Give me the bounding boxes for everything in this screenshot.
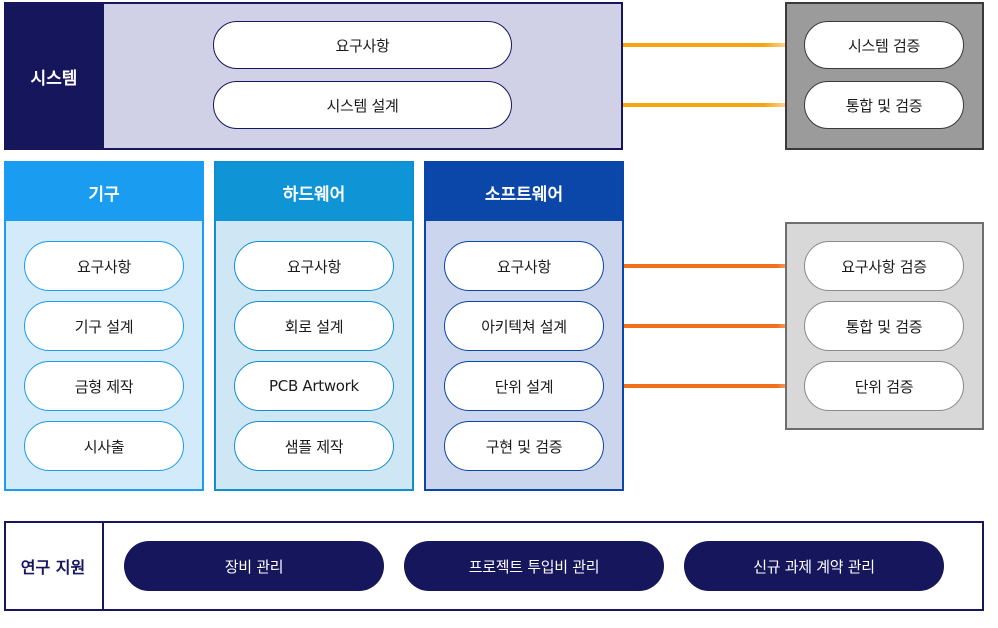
software-item: 아키텍쳐 설계 xyxy=(444,301,604,351)
software-title: 소프트웨어 xyxy=(426,163,622,221)
system-verification: 시스템 검증 xyxy=(804,21,964,69)
mechanical-item: 요구사항 xyxy=(24,241,184,291)
project-cost-management: 프로젝트 투입비 관리 xyxy=(404,541,664,591)
hardware-title: 하드웨어 xyxy=(216,163,412,221)
equipment-management: 장비 관리 xyxy=(124,541,384,591)
research-support-label: 연구 지원 xyxy=(4,521,104,611)
arrow-unit-verify xyxy=(604,374,805,398)
hardware-item: 요구사항 xyxy=(234,241,394,291)
arrow-requirement-verify xyxy=(604,254,805,278)
hardware-item: 회로 설계 xyxy=(234,301,394,351)
system-requirements: 요구사항 xyxy=(213,21,512,69)
hardware-item: PCB Artwork xyxy=(234,361,394,411)
software-item: 구현 및 검증 xyxy=(444,421,604,471)
integration-verification-top: 통합 및 검증 xyxy=(804,81,964,129)
mechanical-item: 시사출 xyxy=(24,421,184,471)
integration-verification-bottom: 통합 및 검증 xyxy=(804,301,964,351)
mechanical-title: 기구 xyxy=(6,163,202,221)
mechanical-item: 기구 설계 xyxy=(24,301,184,351)
mechanical-item: 금형 제작 xyxy=(24,361,184,411)
new-contract-management: 신규 과제 계약 관리 xyxy=(684,541,944,591)
requirements-verification: 요구사항 검증 xyxy=(804,241,964,291)
software-item: 요구사항 xyxy=(444,241,604,291)
unit-verification: 단위 검증 xyxy=(804,361,964,411)
system-design: 시스템 설계 xyxy=(213,81,512,129)
system-label: 시스템 xyxy=(4,2,104,150)
arrow-architecture-integration xyxy=(604,314,805,338)
software-item: 단위 설계 xyxy=(444,361,604,411)
hardware-item: 샘플 제작 xyxy=(234,421,394,471)
